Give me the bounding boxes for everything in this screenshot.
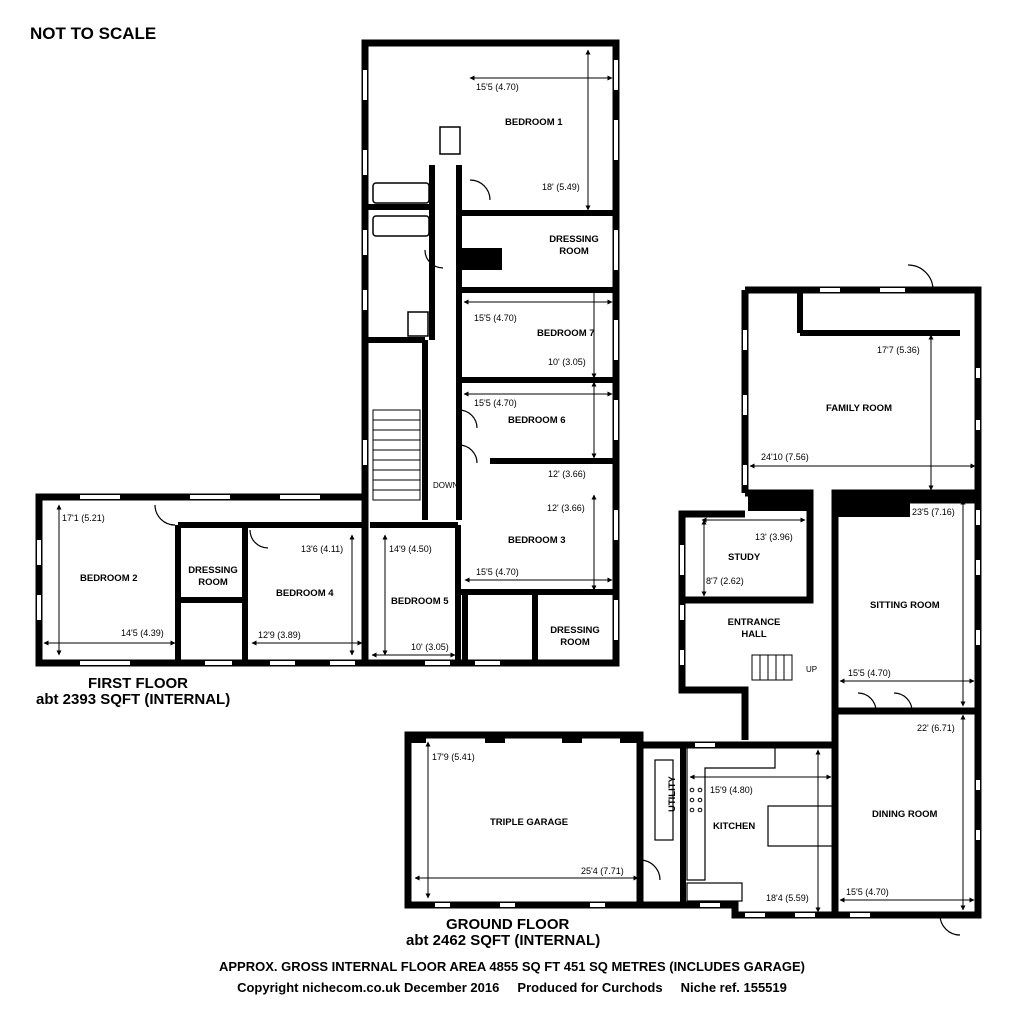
dim-bedroom-3-length: 12' (3.66) — [547, 503, 585, 513]
room-label-dressing-room-1: DRESSING ROOM — [549, 234, 599, 257]
room-label-dining-room: DINING ROOM — [872, 809, 938, 820]
dim-garage-length: 17'9 (5.41) — [432, 752, 475, 762]
room-label-dressing-room-3: DRESSING ROOM — [550, 625, 600, 648]
dim-garage-width: 25'4 (7.71) — [581, 866, 624, 876]
dim-sitting-room-width: 15'5 (4.70) — [848, 668, 891, 678]
ground-floor-area: abt 2462 SQFT (INTERNAL) — [406, 932, 601, 949]
stairs-up-label: UP — [806, 665, 818, 674]
dim-kitchen-length: 18'4 (5.59) — [766, 893, 809, 903]
room-label-bedroom-3: BEDROOM 3 — [508, 535, 566, 546]
dim-family-room-length: 17'7 (5.36) — [877, 345, 920, 355]
room-label-entrance-hall: ENTRANCE HALL — [727, 617, 781, 640]
dim-bedroom-1-width: 15'5 (4.70) — [476, 82, 519, 92]
room-label-bedroom-7: BEDROOM 7 — [537, 328, 595, 339]
dim-bedroom-5-length: 14'9 (4.50) — [389, 544, 432, 554]
dim-bedroom-4-width: 12'9 (3.89) — [258, 630, 301, 640]
room-label-sitting-room: SITTING ROOM — [870, 600, 940, 611]
dim-bedroom-1-length: 18' (5.49) — [542, 182, 580, 192]
dim-bedroom-7-width: 15'5 (4.70) — [474, 313, 517, 323]
dim-dining-room-width: 15'5 (4.70) — [846, 887, 889, 897]
room-label-study: STUDY — [728, 552, 761, 563]
room-label-bedroom-4: BEDROOM 4 — [276, 588, 334, 599]
room-label-bedroom-5: BEDROOM 5 — [391, 596, 449, 607]
dim-kitchen-width: 15'9 (4.80) — [710, 785, 753, 795]
ground-floor-outline — [404, 286, 982, 919]
room-label-triple-garage: TRIPLE GARAGE — [490, 817, 569, 828]
first-floor-area: abt 2393 SQFT (INTERNAL) — [36, 691, 231, 708]
dim-bedroom-2-length: 17'1 (5.21) — [62, 513, 105, 523]
not-to-scale-note: NOT TO SCALE — [30, 24, 157, 43]
copyright-note: Copyright nichecom.co.uk December 2016 P… — [237, 980, 787, 995]
dim-bedroom-7-length: 10' (3.05) — [548, 357, 586, 367]
gross-area-note: APPROX. GROSS INTERNAL FLOOR AREA 4855 S… — [218, 959, 806, 974]
dim-bedroom-4-length: 13'6 (4.11) — [301, 544, 344, 554]
dim-bedroom-3-width: 15'5 (4.70) — [476, 567, 519, 577]
ground-floor-title: GROUND FLOOR — [446, 916, 570, 933]
dim-bedroom-2-width: 14'5 (4.39) — [121, 628, 164, 638]
dim-study-width: 13' (3.96) — [755, 532, 793, 542]
room-label-bedroom-6: BEDROOM 6 — [508, 415, 566, 426]
dim-bedroom-6-length: 12' (3.66) — [548, 469, 586, 479]
dim-bedroom-6-width: 15'5 (4.70) — [474, 398, 517, 408]
room-label-kitchen: KITCHEN — [713, 821, 756, 832]
first-floor-title: FIRST FLOOR — [88, 675, 188, 692]
first-floor-outline — [35, 39, 620, 667]
room-label-family-room: FAMILY ROOM — [826, 403, 892, 414]
room-label-bedroom-1: BEDROOM 1 — [505, 117, 563, 128]
dim-bedroom-5-width: 10' (3.05) — [411, 642, 449, 652]
dim-study-length: 8'7 (2.62) — [706, 576, 744, 586]
room-label-utility: UTILITY — [667, 776, 678, 812]
dim-dining-room-length: 22' (6.71) — [917, 723, 955, 733]
dim-sitting-room-length: 23'5 (7.16) — [912, 507, 955, 517]
room-label-dressing-room-2: DRESSING ROOM — [188, 565, 238, 588]
room-label-bedroom-2: BEDROOM 2 — [80, 573, 138, 584]
dim-family-room-width: 24'10 (7.56) — [761, 452, 809, 462]
stairs-down-label: DOWN — [433, 481, 459, 490]
